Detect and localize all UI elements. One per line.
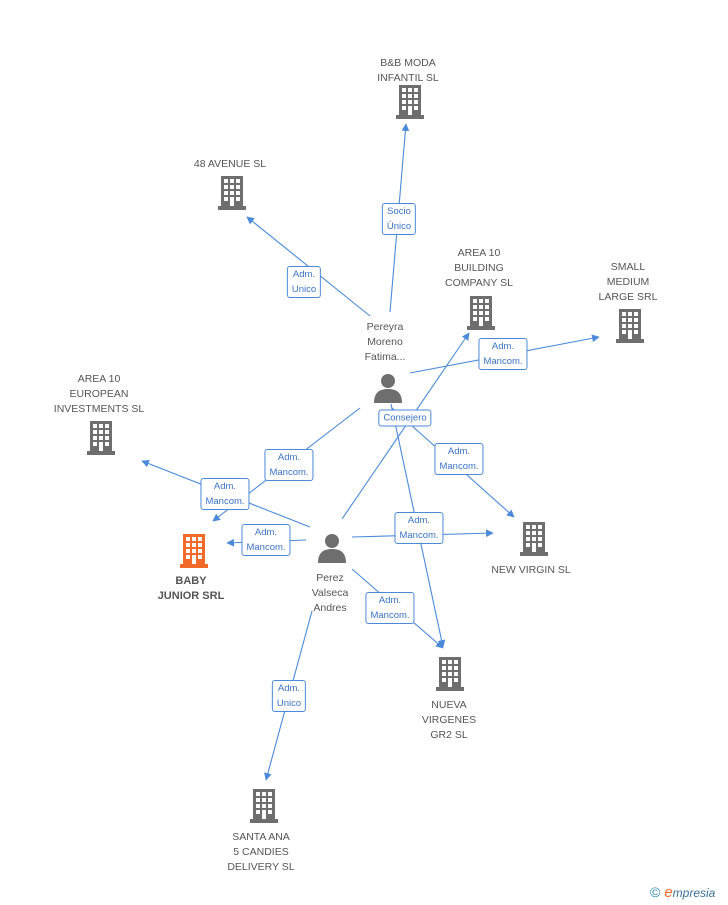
building-icon-area10_european[interactable] <box>87 421 115 455</box>
edge-label-pereyra-baby_junior[interactable]: Adm. Mancom. <box>264 449 314 481</box>
node-label-area10_building[interactable]: AREA 10 BUILDING COMPANY SL <box>445 247 513 289</box>
node-label-area10_european[interactable]: AREA 10 EUROPEAN INVESTMENTS SL <box>53 373 145 415</box>
edge-label-perez-new_virgin[interactable]: Adm. Mancom. <box>394 512 444 544</box>
brand-logo: empresia <box>664 884 716 901</box>
building-icon-48_avenue[interactable] <box>218 176 246 210</box>
edge-label-perez-baby_junior[interactable]: Adm. Mancom. <box>241 524 291 556</box>
edge-label-perez-nueva_virgenes[interactable]: Adm. Mancom. <box>365 592 415 624</box>
building-icon-santa_ana[interactable] <box>250 789 278 823</box>
building-icon-baby_junior[interactable] <box>180 534 208 568</box>
edge-label-pereyra-small_medium[interactable]: Adm. Mancom. <box>478 338 528 370</box>
edge-label-pereyra-48_avenue[interactable]: Adm. Unico <box>286 266 322 298</box>
edge-label-perez-area10_building[interactable]: Consejero <box>378 409 432 427</box>
building-icon-bb_moda[interactable] <box>396 85 424 119</box>
node-label-bb_moda[interactable]: B&B MODA INFANTIL SL <box>377 57 439 84</box>
edge-label-pereyra-new_virgin[interactable]: Adm. Mancom. <box>434 443 484 475</box>
nodes-layer <box>87 85 644 823</box>
edge-label-perez-santa_ana[interactable]: Adm. Unico <box>271 680 307 712</box>
node-label-baby_junior[interactable]: BABY JUNIOR SRL <box>157 575 225 602</box>
brand-initial: e <box>664 884 673 901</box>
node-label-new_virgin[interactable]: NEW VIRGIN SL <box>491 564 571 576</box>
person-icon-pereyra[interactable] <box>374 374 402 403</box>
node-label-48_avenue[interactable]: 48 AVENUE SL <box>193 158 267 170</box>
edge-label-pereyra-bb_moda[interactable]: Socio Único <box>381 203 417 235</box>
node-label-perez[interactable]: Perez Valseca Andres <box>311 572 349 614</box>
copyright-icon: © <box>650 884 661 900</box>
building-icon-new_virgin[interactable] <box>520 522 548 556</box>
node-label-santa_ana[interactable]: SANTA ANA 5 CANDIES DELIVERY SL <box>227 831 295 873</box>
person-icon-perez[interactable] <box>318 534 346 563</box>
building-icon-nueva_virgenes[interactable] <box>436 657 464 691</box>
node-label-pereyra[interactable]: Pereyra Moreno Fatima... <box>364 321 406 363</box>
building-icon-area10_building[interactable] <box>467 296 495 330</box>
brand-name: mpresia <box>672 886 716 900</box>
edges-layer <box>141 123 600 781</box>
node-label-nueva_virgenes[interactable]: NUEVA VIRGENES GR2 SL <box>421 699 477 741</box>
edge-label-perez-area10_european[interactable]: Adm. Mancom. <box>200 478 250 510</box>
footer-brand: ©empresia <box>650 884 715 901</box>
building-icon-small_medium[interactable] <box>616 309 644 343</box>
node-label-small_medium[interactable]: SMALL MEDIUM LARGE SRL <box>598 261 658 303</box>
